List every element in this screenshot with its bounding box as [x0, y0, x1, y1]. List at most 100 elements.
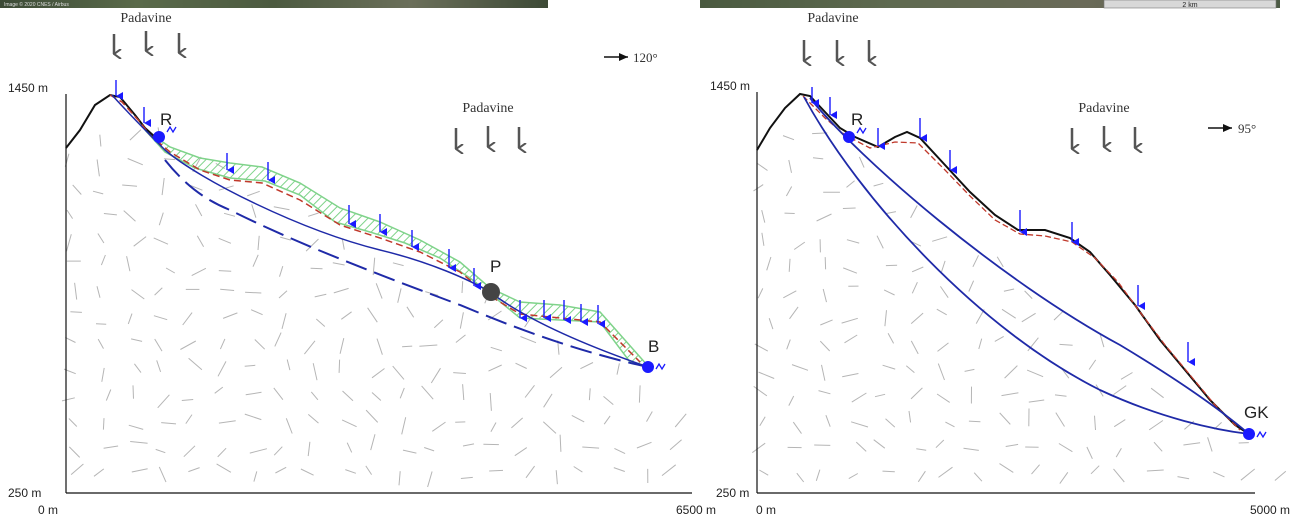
bedrock-texture-mark: [218, 270, 232, 272]
left-elev-bottom-label: 250 m: [8, 486, 41, 500]
bedrock-texture-mark: [841, 317, 858, 324]
bedrock-texture-mark: [68, 418, 78, 427]
bedrock-texture-mark: [131, 468, 148, 473]
bedrock-texture-mark: [759, 469, 769, 476]
left-direction-label: 120°: [633, 50, 658, 65]
bedrock-texture-mark: [843, 267, 858, 274]
bedrock-texture-mark: [603, 396, 614, 405]
bedrock-texture-mark: [1059, 343, 1073, 346]
bedrock-texture-mark: [399, 387, 405, 399]
bedrock-texture-mark: [455, 334, 466, 343]
bedrock-texture-mark: [968, 420, 981, 423]
bedrock-texture-mark: [1028, 399, 1045, 403]
right-bedrock-texture: [752, 132, 1287, 484]
bedrock-texture-mark: [996, 256, 1004, 268]
bedrock-texture-mark: [1054, 394, 1067, 397]
bedrock-texture-mark: [430, 367, 441, 384]
bedrock-texture-mark: [791, 364, 809, 371]
bedrock-texture-mark: [968, 280, 975, 292]
bedrock-texture-mark: [911, 281, 918, 294]
bedrock-texture-mark: [365, 465, 373, 475]
bedrock-texture-mark: [191, 267, 207, 277]
bedrock-texture-mark: [275, 466, 287, 474]
bedrock-texture-mark: [156, 360, 162, 373]
bedrock-texture-mark: [911, 266, 924, 273]
bedrock-texture-mark: [1058, 443, 1073, 453]
bedrock-texture-mark: [128, 424, 144, 430]
bedrock-texture-mark: [251, 204, 257, 218]
bedrock-texture-mark: [1090, 465, 1100, 475]
bedrock-texture-mark: [285, 418, 293, 434]
bedrock-texture-mark: [220, 288, 235, 291]
left-spring-r-icon: [166, 125, 177, 134]
bedrock-texture-mark: [307, 414, 319, 424]
bedrock-texture-mark: [937, 363, 945, 381]
bedrock-texture-mark: [559, 434, 562, 452]
bedrock-texture-mark: [489, 392, 492, 411]
bedrock-texture-mark: [66, 234, 72, 252]
bedrock-texture-mark: [876, 235, 884, 249]
bedrock-texture-mark: [338, 359, 341, 373]
bedrock-texture-mark: [375, 283, 383, 299]
bedrock-texture-mark: [646, 411, 653, 422]
bedrock-texture-mark: [788, 395, 795, 406]
bedrock-texture-mark: [793, 241, 806, 250]
bedrock-texture-mark: [999, 463, 1014, 473]
bedrock-texture-mark: [972, 255, 979, 268]
bedrock-texture-mark: [153, 237, 169, 245]
left-point-b-marker: [642, 361, 654, 373]
bedrock-texture-mark: [339, 337, 345, 354]
bedrock-texture-mark: [462, 384, 465, 401]
bedrock-texture-mark: [616, 363, 620, 375]
bedrock-texture-mark: [511, 417, 524, 429]
bedrock-texture-mark: [421, 385, 434, 400]
right-slip-surface-lower: [803, 96, 1250, 435]
bedrock-texture-mark: [842, 373, 859, 378]
bedrock-texture-mark: [788, 258, 791, 272]
left-precip-arrows-top: [112, 31, 179, 54]
right-spring-r-icon: [856, 126, 867, 135]
bedrock-texture-mark: [219, 338, 226, 350]
left-point-r-label: R: [160, 110, 172, 129]
bedrock-texture-mark: [768, 318, 774, 330]
bedrock-texture-mark: [1086, 446, 1093, 460]
bedrock-texture-mark: [1004, 365, 1018, 379]
bedrock-texture-mark: [515, 362, 527, 369]
bedrock-texture-mark: [932, 236, 948, 242]
bedrock-texture-mark: [1148, 420, 1164, 431]
bedrock-texture-mark: [1024, 290, 1033, 299]
bedrock-texture-mark: [424, 447, 435, 452]
bedrock-texture-mark: [345, 469, 357, 474]
bedrock-texture-mark: [70, 463, 84, 475]
bedrock-texture-mark: [305, 238, 319, 252]
bedrock-texture-mark: [341, 419, 357, 428]
bedrock-texture-mark: [916, 448, 927, 451]
bedrock-texture-mark: [555, 470, 558, 485]
bedrock-texture-mark: [603, 415, 611, 425]
bedrock-texture-mark: [613, 467, 625, 472]
bedrock-texture-mark: [453, 372, 466, 374]
bedrock-texture-mark: [783, 290, 797, 299]
right-dist-end-label: 5000 m: [1250, 503, 1290, 517]
bedrock-texture-mark: [573, 466, 583, 473]
bedrock-texture-mark: [223, 212, 236, 217]
bedrock-texture-mark: [1001, 392, 1019, 397]
bedrock-texture-mark: [371, 368, 385, 379]
bedrock-texture-mark: [370, 434, 376, 451]
bedrock-texture-mark: [218, 237, 232, 244]
left-dist-start-label: 0 m: [38, 503, 58, 517]
left-precip-arrows-mid: [454, 126, 519, 149]
bedrock-texture-mark: [489, 469, 504, 472]
left-landslide-deposit: [144, 129, 651, 368]
bedrock-texture-mark: [812, 157, 824, 160]
bedrock-texture-mark: [1153, 441, 1163, 452]
bedrock-texture-mark: [397, 288, 402, 303]
bedrock-texture-mark: [214, 386, 224, 394]
bedrock-texture-mark: [939, 286, 949, 298]
bedrock-texture-mark: [1115, 447, 1122, 458]
bedrock-texture-mark: [216, 463, 232, 473]
bedrock-texture-mark: [910, 387, 923, 400]
bedrock-texture-mark: [274, 332, 282, 347]
bedrock-texture-mark: [820, 319, 833, 326]
bedrock-texture-mark: [96, 159, 100, 177]
